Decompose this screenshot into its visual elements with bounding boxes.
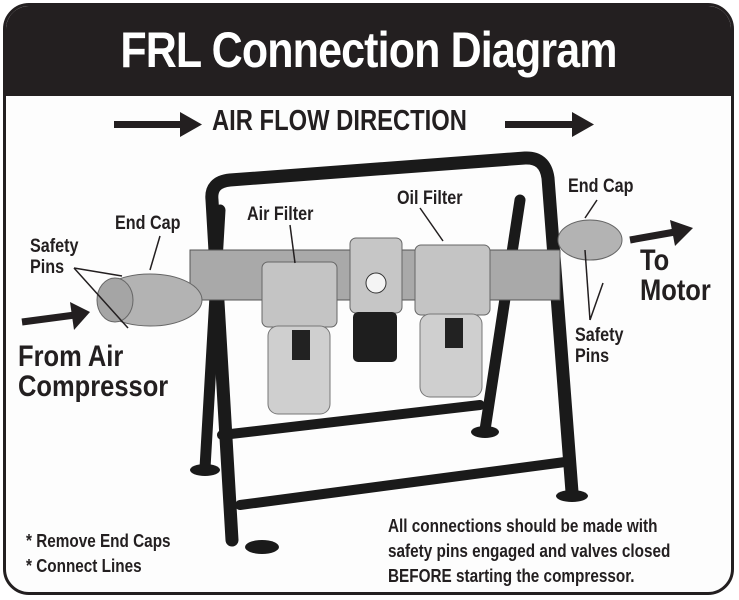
flow-arrow-right-icon: [505, 112, 594, 137]
label-source-2: Compressor: [18, 370, 169, 403]
oil-filter: [414, 244, 491, 398]
title-bar: FRL Connection Diagram: [6, 6, 731, 96]
end-cap-right: [557, 219, 623, 261]
label-dest-2: Motor: [640, 274, 711, 307]
label-end-cap-left: End Cap: [115, 213, 181, 234]
flow-arrow-left-icon: [114, 112, 202, 137]
label-air-filter: Air Filter: [247, 204, 314, 225]
label-safety-pins-right-2: Pins: [575, 346, 610, 367]
callout-leaders: [73, 199, 604, 329]
label-oil-filter: Oil Filter: [397, 188, 463, 209]
step-remove-end-caps: * Remove End Caps: [26, 531, 171, 551]
stand-frame: [199, 151, 579, 547]
label-end-cap-right: End Cap: [568, 176, 634, 197]
label-source-1: From Air: [18, 340, 124, 373]
label-safety-pins-left-2: Pins: [30, 257, 65, 278]
label-dest-1: To: [640, 244, 670, 277]
stand-feet: [190, 426, 588, 554]
label-safety-pins-left-1: Safety: [30, 236, 79, 257]
diagram-title: FRL Connection Diagram: [120, 22, 617, 78]
warning-line-3: BEFORE starting the compressor.: [388, 566, 635, 586]
outlet-arrow-icon: [629, 220, 693, 246]
step-connect-lines: * Connect Lines: [26, 556, 142, 576]
regulator: [349, 237, 403, 362]
air-filter: [261, 261, 338, 415]
air-flow-direction-label: AIR FLOW DIRECTION: [212, 105, 467, 137]
warning-line-1: All connections should be made with: [388, 516, 658, 536]
warning-line-2: safety pins engaged and valves closed: [388, 541, 671, 561]
end-cap-left: [96, 273, 203, 327]
label-safety-pins-right-1: Safety: [575, 325, 624, 346]
inlet-arrow-icon: [21, 302, 90, 330]
